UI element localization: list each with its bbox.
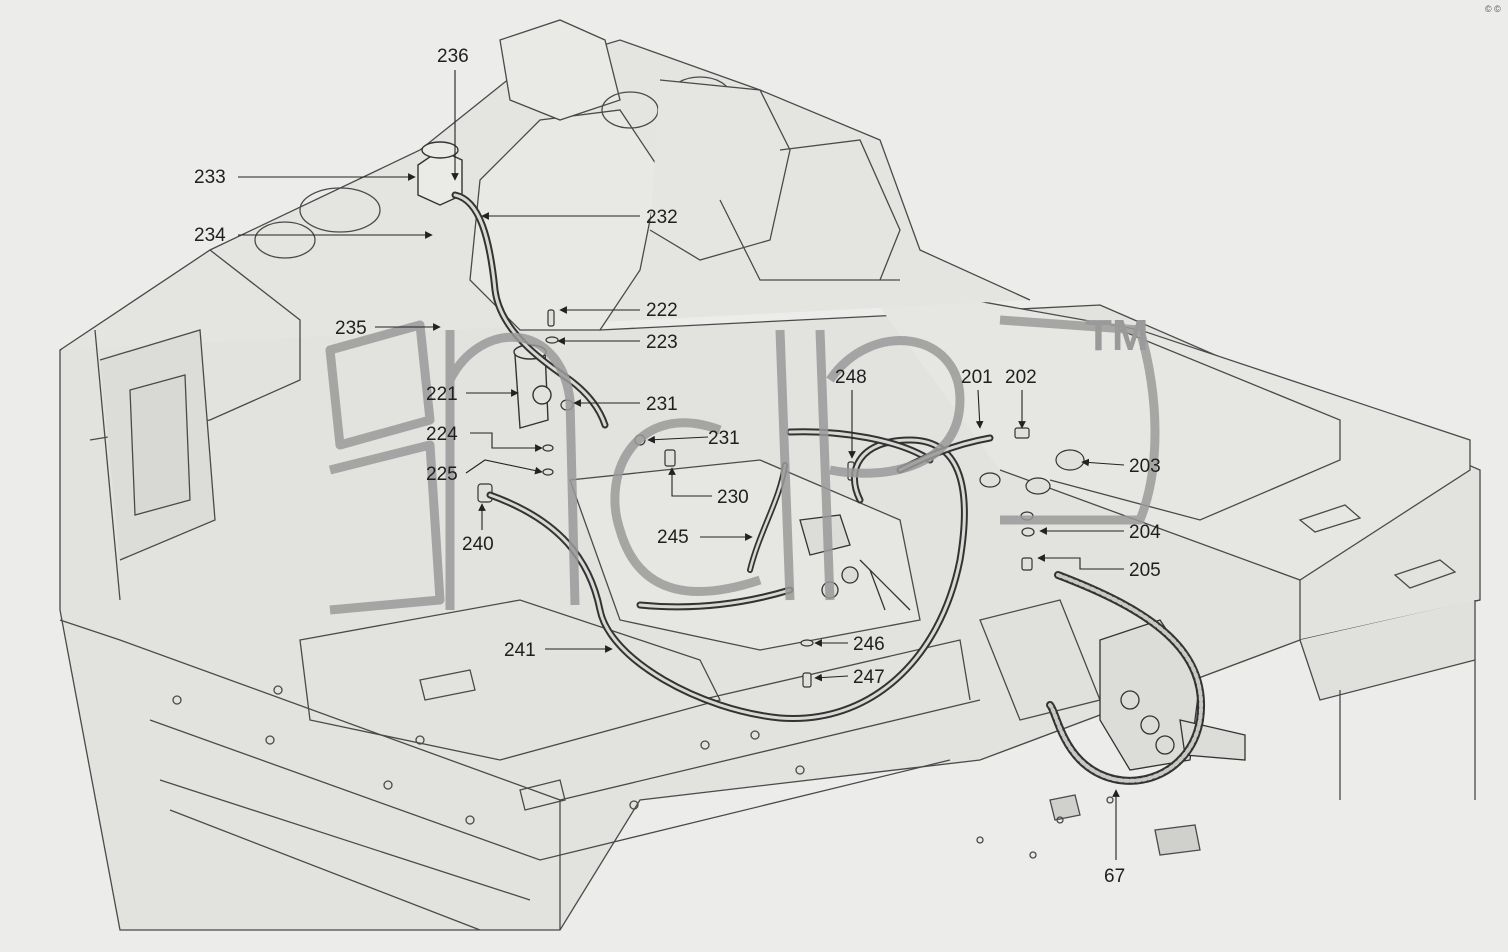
filter-canister — [513, 344, 552, 429]
callout-231-upper: 231 — [646, 394, 678, 415]
callout-245: 245 — [657, 527, 689, 548]
callout-205: 205 — [1129, 560, 1161, 581]
leader-lines — [238, 70, 1125, 860]
callout-236: 236 — [437, 46, 469, 67]
callout-224: 224 — [426, 424, 458, 445]
callout-225: 225 — [426, 464, 458, 485]
leader-230 — [668, 467, 712, 497]
callout-labels: 236 233 232 234 222 235 223 248 201 202 … — [194, 46, 1161, 887]
callout-230: 230 — [717, 487, 749, 508]
callout-67: 67 — [1104, 866, 1125, 887]
callout-204: 204 — [1129, 522, 1161, 543]
watermark-logo-art — [325, 315, 1160, 615]
callout-246: 246 — [853, 634, 885, 655]
callout-223: 223 — [646, 332, 678, 353]
callout-235: 235 — [335, 318, 367, 339]
callout-202: 202 — [1005, 367, 1037, 388]
watermark: TM © © — [325, 4, 1501, 615]
corner-mark: © © — [1485, 4, 1501, 14]
callout-240: 240 — [462, 534, 494, 555]
callout-203: 203 — [1129, 456, 1161, 477]
callout-241: 241 — [504, 640, 536, 661]
leader-201 — [975, 389, 984, 429]
callout-221: 221 — [426, 384, 458, 405]
reservoir-bottle — [417, 141, 463, 206]
callout-222: 222 — [646, 300, 678, 321]
callout-201: 201 — [961, 367, 993, 388]
callout-231-lower: 231 — [708, 428, 740, 449]
valve-block-assembly — [1099, 619, 1246, 771]
leader-203 — [1081, 458, 1125, 467]
callout-232: 232 — [646, 207, 678, 228]
leader-205 — [1037, 554, 1124, 570]
leader-225 — [465, 459, 543, 475]
callout-248: 248 — [835, 367, 867, 388]
leader-224 — [470, 432, 543, 452]
leader-247 — [814, 673, 849, 682]
callout-247: 247 — [853, 667, 885, 688]
machine-frame — [59, 19, 1481, 931]
callout-234: 234 — [194, 225, 226, 246]
callout-233: 233 — [194, 167, 226, 188]
leader-231b — [647, 435, 709, 444]
